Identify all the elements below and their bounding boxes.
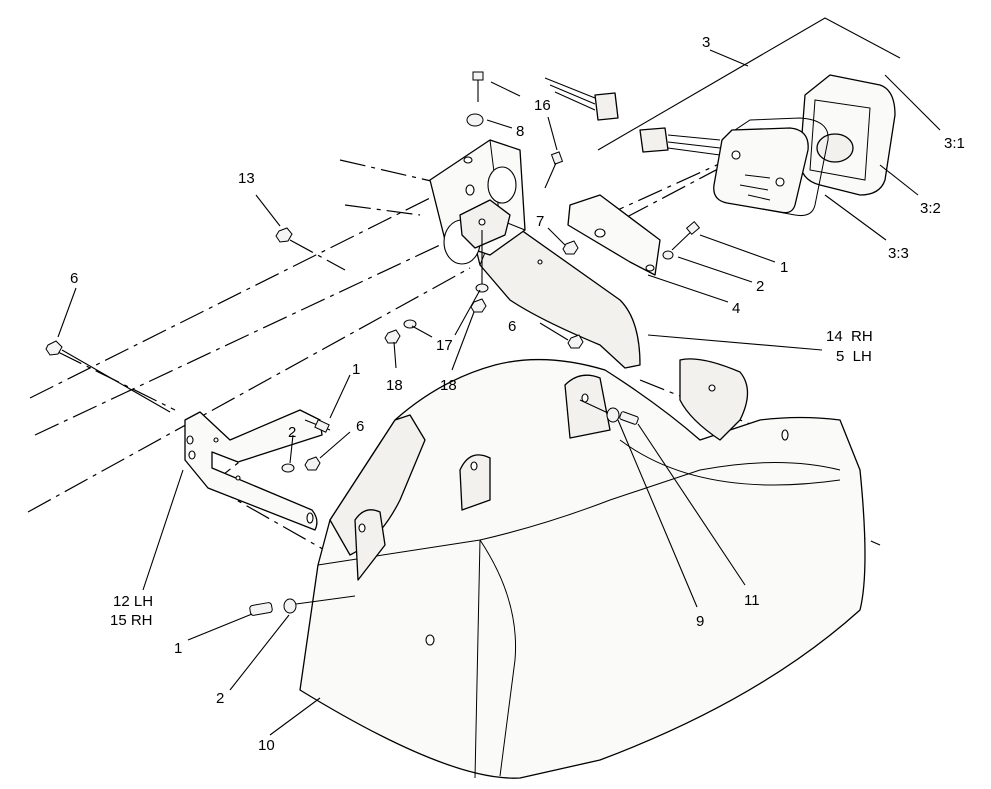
callout-8: 8 [516, 123, 524, 140]
callout-6-right: 6 [508, 318, 516, 335]
callout-16: 16 [534, 97, 551, 114]
tail-light-assembly [544, 17, 901, 216]
callout-3: 3 [702, 34, 710, 51]
callout-6-left: 6 [70, 270, 78, 287]
callout-3-2: 3:2 [920, 200, 941, 217]
callout-2-top: 2 [756, 278, 764, 295]
callout-10: 10 [258, 737, 275, 754]
callout-18-b: 18 [440, 377, 457, 394]
callout-11: 11 [744, 592, 760, 609]
fender-panel [299, 358, 866, 779]
light-mount-bracket [567, 194, 661, 276]
callout-3-1: 3:1 [944, 135, 965, 152]
callout-7: 7 [536, 213, 544, 230]
callout-6-mid: 6 [356, 418, 364, 435]
callout-leaders [57, 49, 941, 736]
callout-1-bottom: 1 [174, 640, 182, 657]
clamp-bracket [459, 199, 511, 285]
callout-13: 13 [238, 170, 255, 187]
callout-1-mid: 1 [352, 361, 360, 378]
fender-rear-plate [679, 358, 789, 441]
left-mount-bracket [184, 409, 323, 531]
callout-5-lh: 5 LH [836, 348, 872, 365]
callout-4: 4 [732, 300, 740, 317]
callout-labels: 3 3:1 3:2 3:3 16 8 13 7 1 2 4 14 RH 5 LH… [70, 34, 965, 754]
callout-14-rh: 14 RH [826, 328, 873, 345]
callout-2-bottom: 2 [216, 690, 224, 707]
callout-17: 17 [436, 337, 453, 354]
callout-3-3: 3:3 [888, 245, 909, 262]
callout-15-rh: 15 RH [110, 612, 153, 629]
callout-1-top: 1 [780, 259, 788, 276]
callout-12-lh: 12 LH [113, 593, 153, 610]
hardware [45, 71, 701, 616]
callout-18-a: 18 [386, 377, 403, 394]
callout-2-mid: 2 [288, 424, 296, 441]
callout-9: 9 [696, 613, 704, 630]
